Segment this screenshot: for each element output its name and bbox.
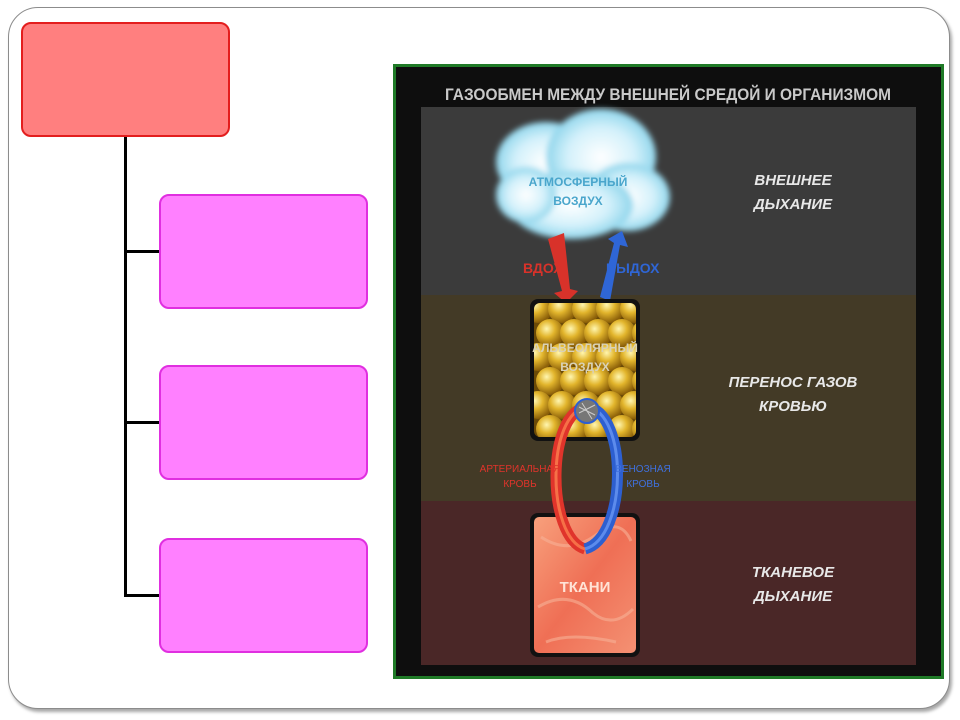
stage-tissue-line-2: ДЫХАНИЕ xyxy=(752,588,833,605)
figure-title: ГАЗООБМЕН МЕЖДУ ВНЕШНЕЙ СРЕДОЙ И ОРГАНИЗ… xyxy=(445,85,891,104)
blood-circulation-loop xyxy=(550,398,623,555)
alveoli-label-line-2: ВОЗДУХ xyxy=(560,360,609,374)
band-tissue-breathing xyxy=(421,501,916,665)
stage-transport-line-1: ПЕРЕНОС ГАЗОВ xyxy=(729,374,858,391)
stage-external-line-2: ДЫХАНИЕ xyxy=(752,196,833,213)
band-gas-transport xyxy=(421,295,916,501)
child-node-box-2[interactable] xyxy=(159,365,368,480)
stage-transport-line-2: КРОВЬЮ xyxy=(759,398,827,415)
inhale-label: ВДОХ xyxy=(523,260,563,276)
stage-external-line-1: ВНЕШНЕЕ xyxy=(754,172,832,189)
exhale-label: ВЫДОХ xyxy=(606,260,660,276)
cloud-label-line-2: ВОЗДУХ xyxy=(553,194,602,208)
alveoli-label-line-1: АЛЬВЕОЛЯРНЫЙ xyxy=(532,340,638,355)
root-node-box[interactable] xyxy=(21,22,230,137)
arterial-blood-label-line-2: КРОВЬ xyxy=(503,479,537,490)
tissue-label: ТКАНИ xyxy=(560,579,611,596)
child-node-box-3[interactable] xyxy=(159,538,368,653)
inhale-arrow-icon xyxy=(548,233,578,303)
venous-blood-label-line-1: ВЕНОЗНАЯ xyxy=(615,464,671,475)
exhale-arrow-icon xyxy=(600,231,628,301)
stage-tissue-line-1: ТКАНЕВОЕ xyxy=(752,564,835,581)
tree-branch-connector-3 xyxy=(124,594,160,597)
arterial-blood-label-line-1: АРТЕРИАЛЬНАЯ xyxy=(480,464,561,475)
cloud-label-line-1: АТМОСФЕРНЫЙ xyxy=(529,174,628,189)
tree-vertical-connector xyxy=(124,137,127,597)
atmospheric-air-cloud xyxy=(496,109,670,239)
gas-exchange-figure: ГАЗООБМЕН МЕЖДУ ВНЕШНЕЙ СРЕДОЙ И ОРГАНИЗ… xyxy=(393,64,944,679)
child-node-box-1[interactable] xyxy=(159,194,368,309)
venous-blood-label-line-2: КРОВЬ xyxy=(626,479,660,490)
tree-branch-connector-1 xyxy=(124,250,160,253)
gas-exchange-illustration: ГАЗООБМЕН МЕЖДУ ВНЕШНЕЙ СРЕДОЙ И ОРГАНИЗ… xyxy=(421,85,916,665)
tree-branch-connector-2 xyxy=(124,421,160,424)
